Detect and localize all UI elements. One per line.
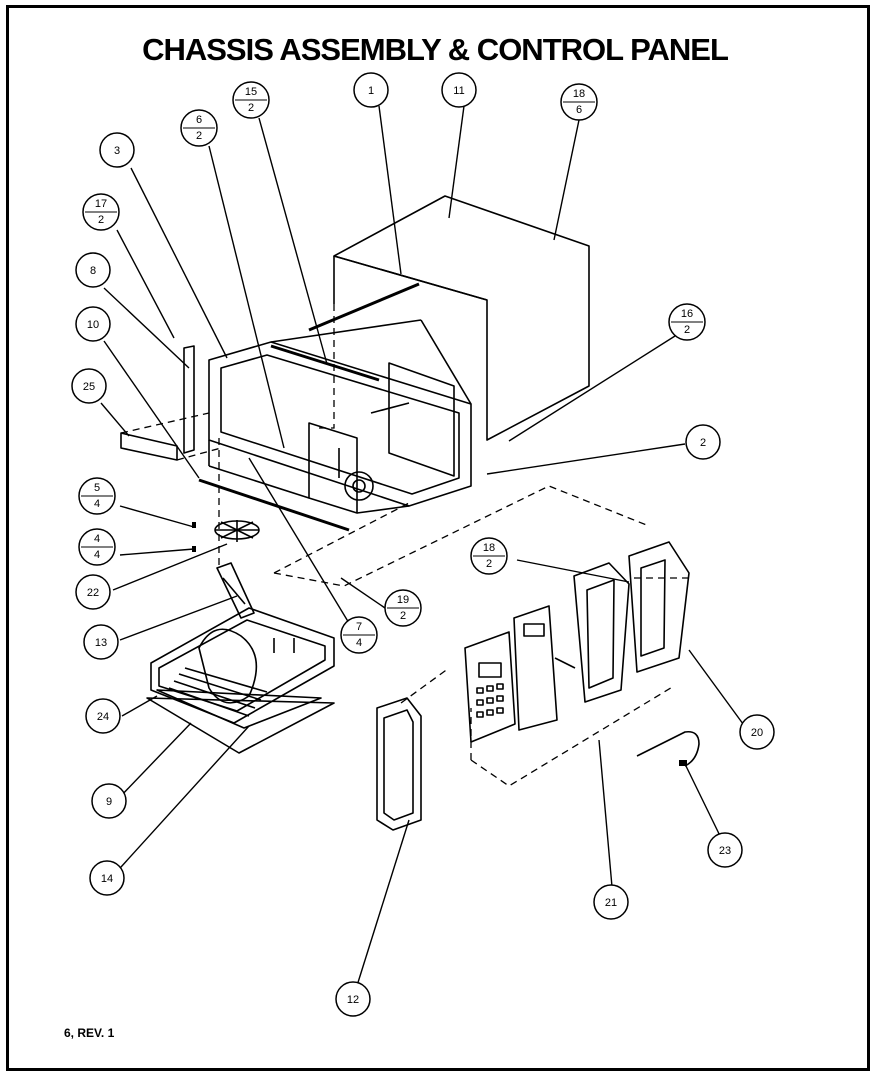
svg-text:2: 2	[196, 130, 202, 142]
page-title: CHASSIS ASSEMBLY & CONTROL PANEL	[142, 32, 729, 67]
svg-text:12: 12	[347, 994, 359, 1006]
callout-24: 24	[85, 698, 121, 734]
exploded-parts-diagram: 1 11 15 2 6 2 3 17 2 18	[71, 72, 775, 1017]
callout-18-2: 18 2	[470, 537, 508, 575]
keypad-panel	[464, 631, 516, 743]
svg-text:5: 5	[94, 482, 100, 494]
circuit-board	[513, 605, 576, 731]
callout-6-2: 6 2	[180, 109, 218, 147]
callout-2: 2	[685, 424, 721, 460]
svg-text:18: 18	[573, 88, 585, 100]
svg-text:9: 9	[106, 796, 112, 808]
svg-text:19: 19	[397, 594, 409, 606]
svg-text:2: 2	[684, 324, 690, 336]
callout-15-2: 15 2	[232, 81, 270, 119]
outer-cabinet	[333, 195, 590, 441]
callout-23: 23	[707, 832, 743, 868]
callout-11: 11	[441, 72, 477, 108]
svg-text:7: 7	[356, 621, 362, 633]
svg-text:10: 10	[87, 319, 99, 331]
stirrer-assembly	[192, 520, 260, 552]
callout-25: 25	[71, 368, 107, 404]
callout-5-4: 5 4	[78, 477, 116, 515]
svg-text:18: 18	[483, 542, 495, 554]
side-bracket	[183, 345, 195, 454]
callout-12: 12	[335, 981, 371, 1017]
svg-text:2: 2	[400, 610, 406, 622]
heater-bars	[168, 667, 268, 717]
callout-10: 10	[75, 306, 111, 342]
svg-text:20: 20	[751, 727, 763, 739]
motor-duct	[216, 562, 255, 619]
svg-text:1: 1	[368, 85, 374, 97]
svg-text:2: 2	[98, 214, 104, 226]
svg-text:4: 4	[356, 637, 362, 649]
control-panel-frame	[376, 697, 422, 831]
callout-3: 3	[99, 132, 135, 168]
drawing-sheet: CHASSIS ASSEMBLY & CONTROL PANEL 6, REV.…	[6, 5, 870, 1071]
svg-text:2: 2	[486, 558, 492, 570]
svg-text:13: 13	[95, 637, 107, 649]
svg-text:4: 4	[94, 498, 100, 510]
callout-leaders	[100, 105, 747, 993]
svg-text:6: 6	[576, 104, 582, 116]
chassis-frame	[198, 282, 472, 532]
callout-9: 9	[91, 783, 127, 819]
svg-text:2: 2	[248, 102, 254, 114]
base-plate	[120, 432, 178, 461]
callout-7-4: 7 4	[340, 616, 378, 654]
callout-14: 14	[89, 860, 125, 896]
svg-text:3: 3	[114, 145, 120, 157]
callout-8: 8	[75, 252, 111, 288]
page-footer-revision: 6, REV. 1	[64, 1026, 115, 1040]
svg-text:14: 14	[101, 873, 113, 885]
svg-text:16: 16	[681, 308, 693, 320]
svg-text:8: 8	[90, 265, 96, 277]
callout-17-2: 17 2	[82, 193, 120, 231]
callout-4-4: 4 4	[78, 528, 116, 566]
callout-16-2: 16 2	[668, 303, 706, 341]
svg-text:22: 22	[87, 587, 99, 599]
svg-text:11: 11	[453, 85, 464, 97]
svg-text:2: 2	[700, 437, 706, 449]
callout-21: 21	[593, 884, 629, 920]
svg-text:21: 21	[605, 897, 617, 909]
callout-18-6: 18 6	[560, 83, 598, 121]
control-bracket	[573, 541, 690, 703]
svg-text:4: 4	[94, 549, 100, 561]
assembly-guide-lines	[120, 304, 689, 787]
callout-19-2: 19 2	[384, 589, 422, 627]
svg-text:25: 25	[83, 381, 95, 393]
callout-13: 13	[83, 624, 119, 660]
thermal-sensor	[636, 730, 700, 767]
callout-1: 1	[353, 72, 389, 108]
svg-text:6: 6	[196, 114, 202, 126]
callout-22: 22	[75, 574, 111, 610]
svg-text:23: 23	[719, 845, 731, 857]
svg-text:24: 24	[97, 711, 109, 723]
svg-text:15: 15	[245, 86, 257, 98]
svg-text:17: 17	[95, 198, 107, 210]
callout-20: 20	[739, 714, 775, 750]
base-assembly	[146, 607, 335, 754]
keypad-buttons	[476, 683, 504, 718]
svg-text:4: 4	[94, 533, 100, 545]
